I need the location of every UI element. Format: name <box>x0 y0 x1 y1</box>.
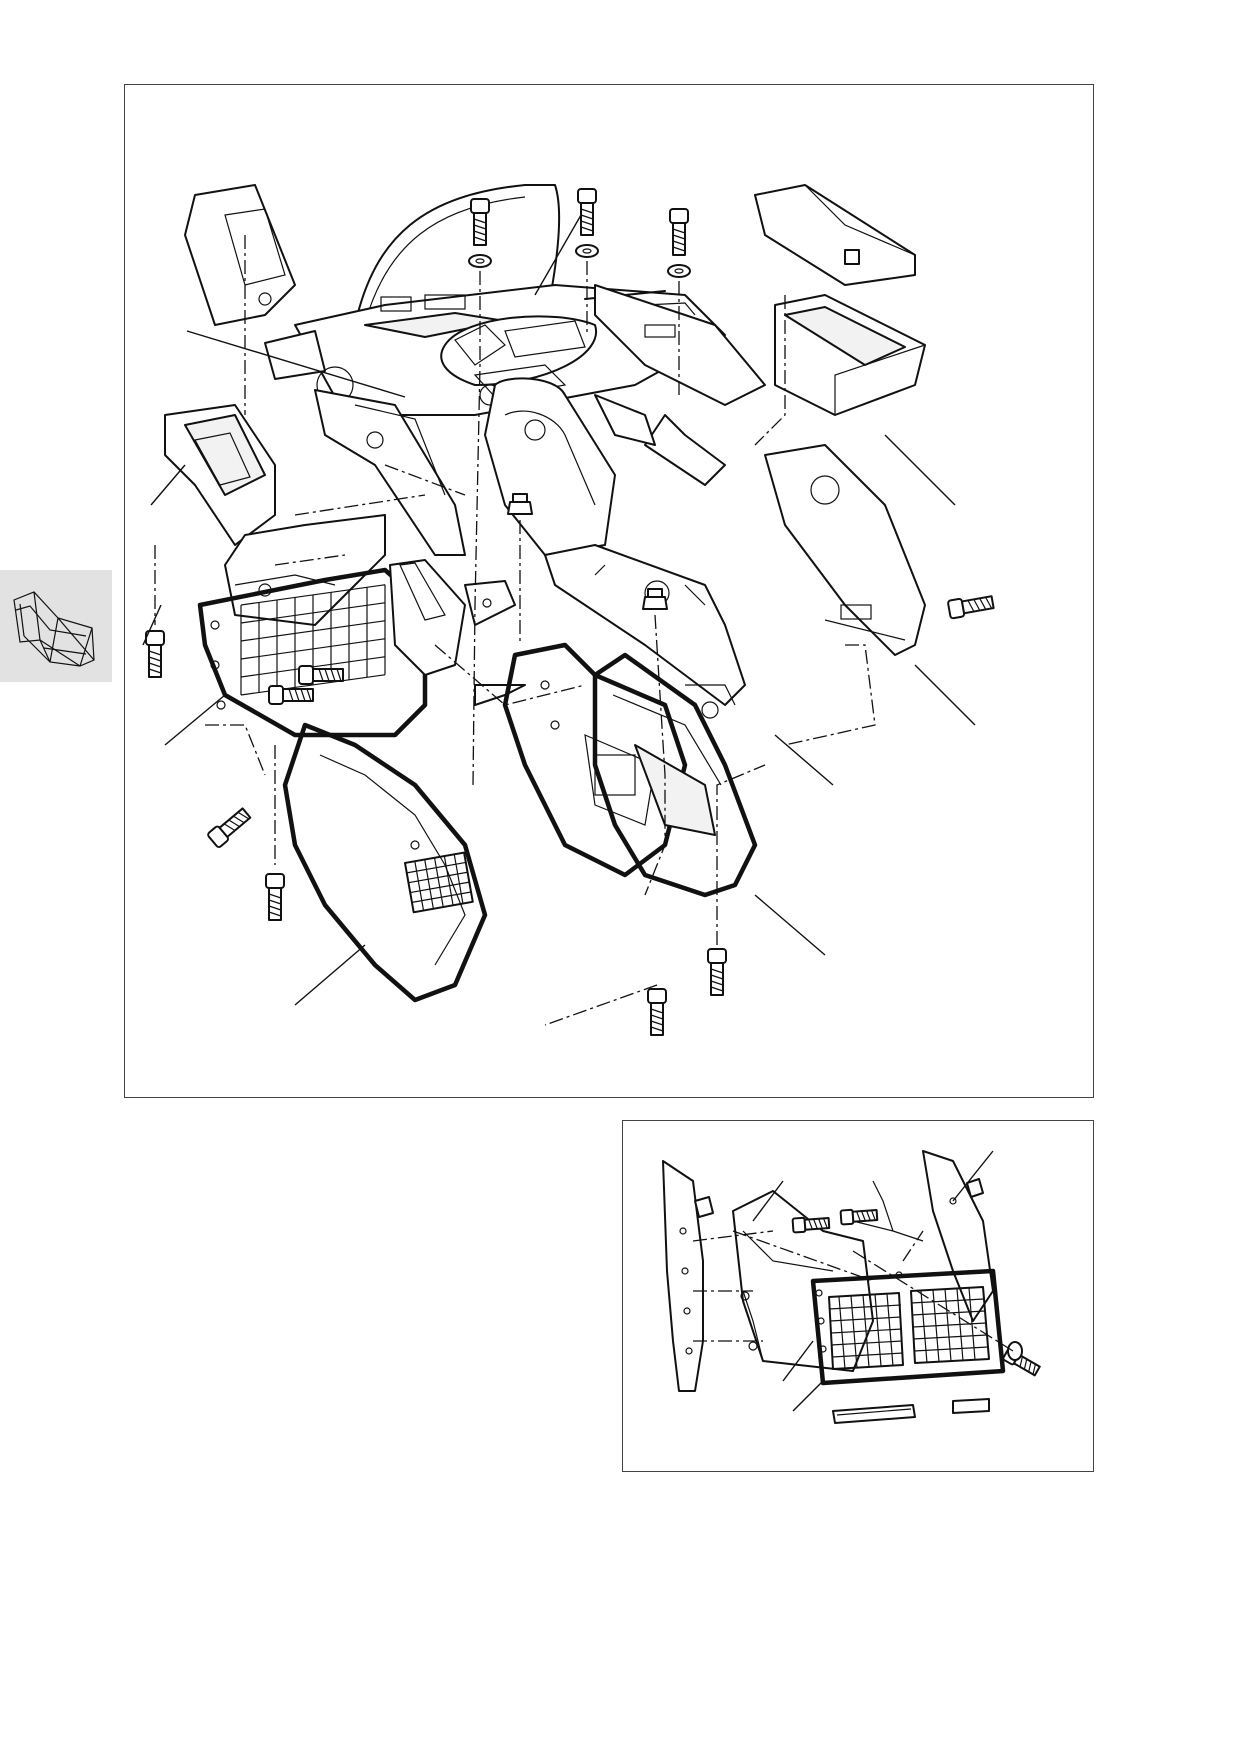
right-side-panel <box>852 1150 994 1322</box>
windscreen <box>354 184 561 326</box>
right-glovebox-lid <box>754 184 916 286</box>
lower-strips <box>832 1398 990 1424</box>
right-glovebox-box <box>774 294 926 416</box>
radiator-grille-diagram <box>662 1150 1042 1424</box>
left-lower-fairing <box>282 722 488 1003</box>
detail-alignment-lines <box>692 1230 1014 1352</box>
left-lower-dash-panel <box>314 389 466 556</box>
section-tab <box>0 570 112 682</box>
center-lower-bracket <box>389 559 526 706</box>
center-bracket <box>484 377 616 556</box>
left-radiator-cover <box>224 514 386 626</box>
right-lower-fairing <box>592 652 758 898</box>
dash-dot-alignment-lines <box>154 235 876 1026</box>
leader-lines <box>142 214 976 1006</box>
exploded-diagram-panel <box>124 84 1094 1098</box>
left-glovebox-tray <box>164 404 276 546</box>
left-side-panel <box>662 1160 714 1392</box>
inner-duct <box>732 1190 874 1372</box>
fairing-exploded-diagram <box>142 184 996 1036</box>
detail-diagram-panel <box>622 1120 1094 1472</box>
left-glovebox-lid <box>184 184 296 326</box>
right-inner-bracket <box>594 284 766 486</box>
grille-mesh-right <box>910 1286 990 1364</box>
radiator-grille <box>810 1268 1006 1386</box>
lower-mesh-panel <box>197 567 428 738</box>
center-lower-panel <box>544 544 746 719</box>
grille-mesh-left <box>828 1292 904 1370</box>
right-fairing-upper <box>764 444 926 656</box>
detail-leader-lines <box>752 1150 994 1412</box>
frame-icon <box>13 591 95 667</box>
